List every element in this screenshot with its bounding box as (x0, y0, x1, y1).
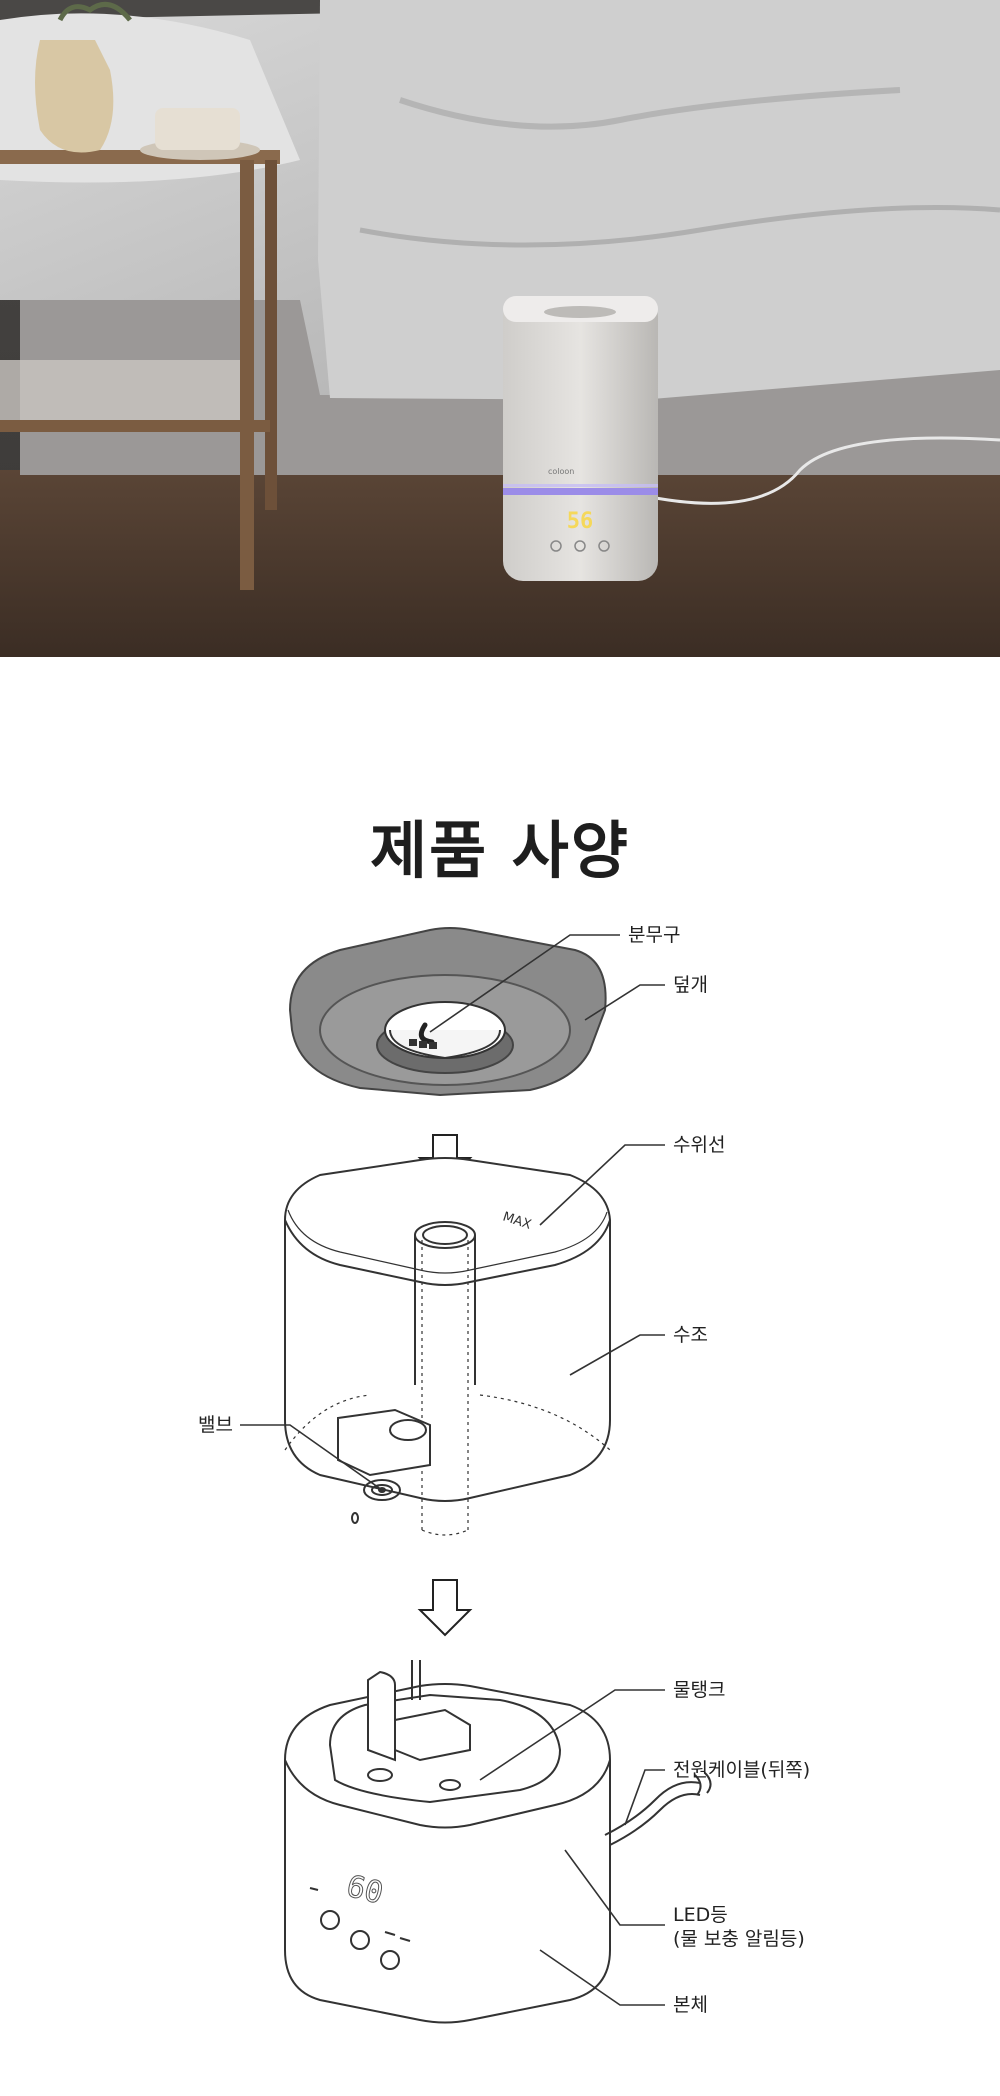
leader-lines (240, 934, 665, 2006)
label-water-level-line: 수위선 (673, 1134, 726, 1156)
base-illustration: 60 (284, 1660, 712, 2024)
label-lid: 덮개 (673, 974, 708, 996)
label-led: LED등 (673, 1904, 728, 1926)
tank-illustration: MAX (284, 1157, 611, 1536)
humidifier-display: 56 (567, 509, 594, 534)
product-diagram: MAX (0, 890, 1000, 2096)
label-tank: 수조 (673, 1324, 708, 1346)
label-nozzle: 분무구 (628, 924, 681, 946)
section-title: 제품 사양 (370, 814, 630, 887)
label-body: 본체 (673, 1994, 708, 2016)
lid-illustration (288, 927, 607, 1097)
label-led-note: (물 보충 알림등) (673, 1928, 805, 1950)
label-power-cable: 전원케이블(뒤쪽) (673, 1759, 811, 1781)
humidifier-brand: coloon (548, 467, 574, 476)
label-valve: 밸브 (198, 1414, 233, 1436)
product-photo: 56 coloon (0, 0, 1000, 657)
label-water-tank: 물탱크 (673, 1679, 726, 1701)
